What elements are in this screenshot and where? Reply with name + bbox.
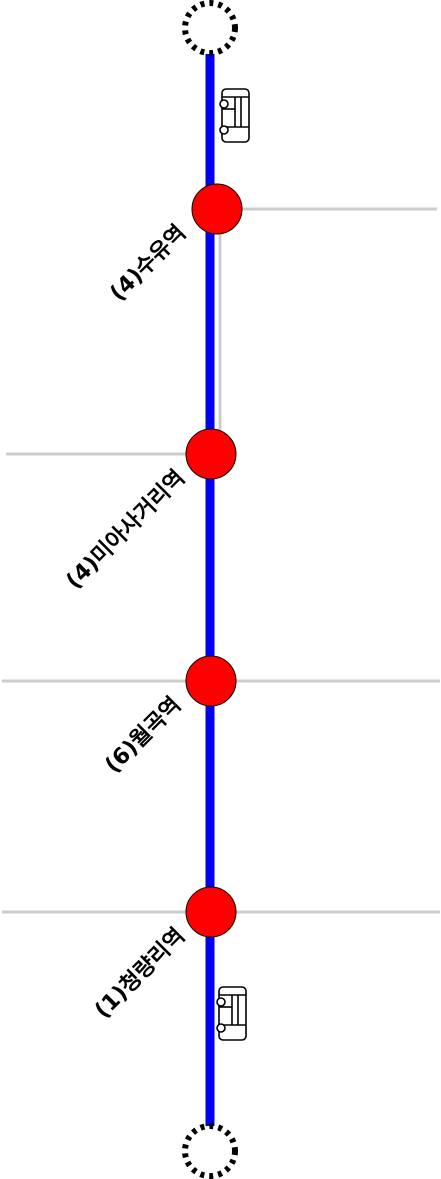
station-label-mia-sageori: (4)미아사거리역: [62, 466, 191, 595]
station-label-wolgok: (6)월곡역: [101, 693, 187, 779]
bus-icon: [219, 88, 250, 143]
station-marker-mia-sageori[interactable]: [185, 428, 237, 480]
station-marker-wolgok[interactable]: [185, 655, 237, 707]
transfer-lines: [2, 207, 440, 914]
terminal-start-marker[interactable]: [182, 0, 238, 56]
station-marker-suyu[interactable]: [191, 183, 243, 235]
station-marker-cheongnyangni[interactable]: [185, 886, 237, 938]
terminal-end-marker[interactable]: [182, 1123, 238, 1179]
bus-icon: [216, 986, 247, 1041]
station-label-suyu: (4)수유역: [106, 221, 192, 307]
station-label-cheongnyangni: (1)청량리역: [90, 924, 190, 1024]
